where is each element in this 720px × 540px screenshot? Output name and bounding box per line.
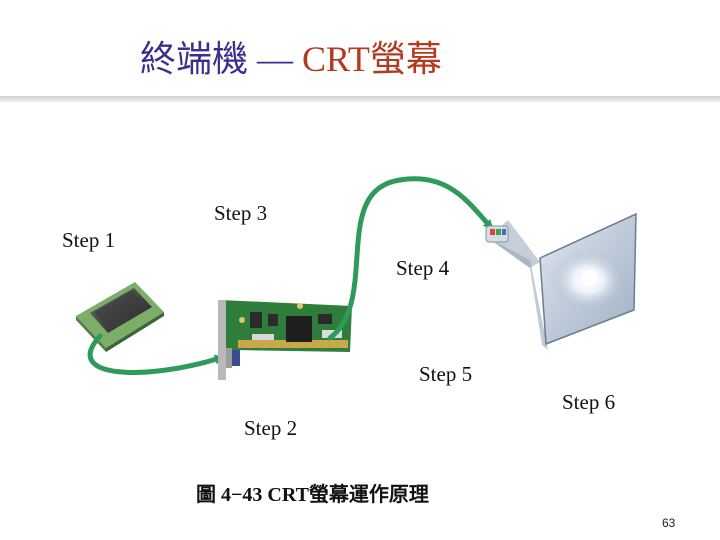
step-3-label: Step 3: [214, 201, 268, 225]
title-divider: [0, 96, 720, 102]
page-number: 63: [662, 516, 676, 530]
figure-caption: 圖 4−43 CRT螢幕運作原理: [196, 484, 429, 506]
step-5-label: Step 5: [419, 362, 473, 386]
title-prefix: 終端機 —: [140, 39, 303, 79]
arrow-chip-to-card: [87, 333, 225, 375]
step-2-label: Step 2: [244, 416, 298, 440]
step-4-label: Step 4: [396, 256, 450, 280]
cpu-chip-icon: [76, 282, 164, 352]
slide-title: 終端機 — CRT螢幕: [140, 30, 442, 82]
video-card-icon: [218, 300, 352, 380]
arrow-card-to-screen: [327, 176, 494, 341]
step-1-label: Step 1: [62, 228, 116, 252]
title-crt: CRT螢幕: [302, 39, 442, 79]
crt-screen-icon: [485, 212, 637, 350]
step-6-label: Step 6: [562, 390, 616, 414]
